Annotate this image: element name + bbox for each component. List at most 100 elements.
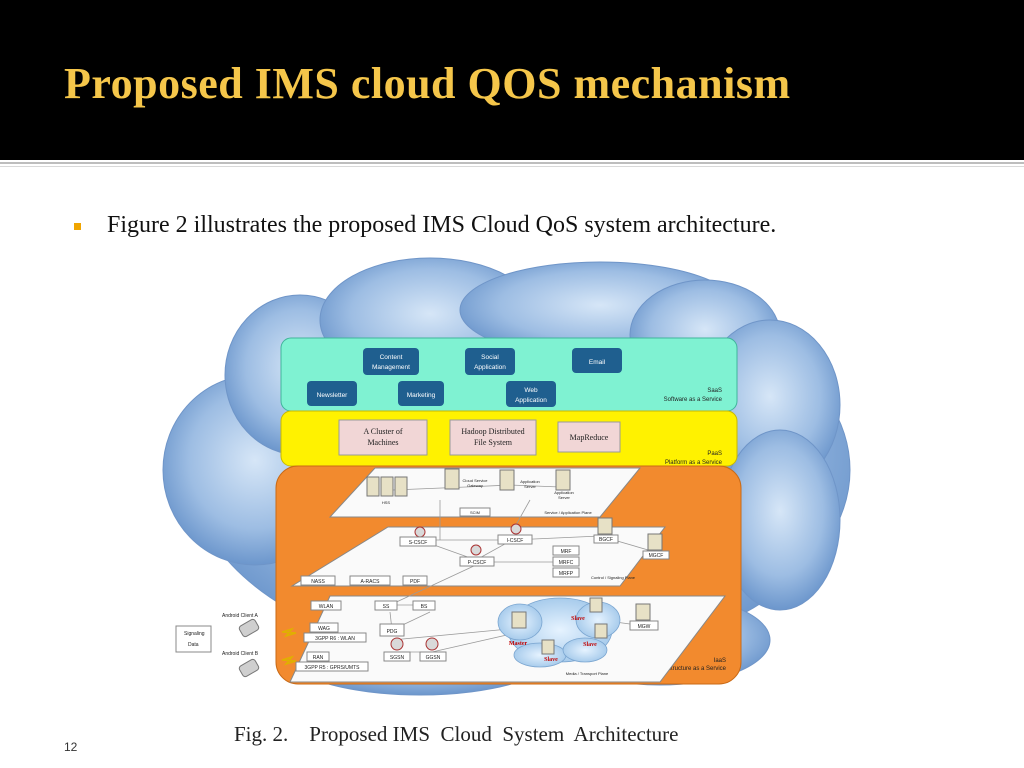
bgcf-box bbox=[593, 534, 619, 544]
mrfc-box bbox=[552, 556, 580, 567]
social-application-label-1: Social bbox=[481, 354, 499, 361]
slave-3-label: Slave bbox=[544, 657, 558, 663]
cloud-gateway-label-2: Gateway bbox=[467, 483, 483, 488]
wag-box bbox=[309, 622, 339, 633]
saas-sublabel: Software as a Service bbox=[664, 397, 723, 403]
legend-signaling-label: Signaling bbox=[184, 631, 205, 637]
pdf-box bbox=[402, 575, 428, 586]
bgcf-server-icon bbox=[597, 517, 613, 535]
mrf-box bbox=[552, 545, 580, 556]
client-b-phone-icon bbox=[238, 658, 260, 678]
pdg-label: PDG bbox=[387, 629, 398, 635]
bs-box bbox=[412, 600, 436, 611]
slave-2-label: Slave bbox=[583, 642, 597, 648]
i-cscf-box bbox=[497, 534, 533, 545]
mgcf-label: MGCF bbox=[649, 553, 664, 559]
cluster-box bbox=[338, 419, 428, 456]
email-label: Email bbox=[589, 359, 606, 366]
master-label: Master bbox=[509, 641, 528, 647]
a-racs-label: A-RACS bbox=[361, 579, 381, 585]
slave-1-server-icon bbox=[589, 597, 603, 613]
slave-2-server-icon bbox=[594, 623, 608, 639]
app-server-1-label-1: Application bbox=[520, 479, 540, 484]
3gpp-gprs-label: 3GPP R5 : GPRS/UMTS bbox=[305, 665, 361, 671]
p-cscf-label: P-CSCF bbox=[468, 560, 487, 566]
social-application-box bbox=[465, 348, 515, 375]
sgsn-router-icon bbox=[390, 637, 404, 651]
mgcf-server-icon bbox=[647, 533, 663, 551]
app-server-1-icon bbox=[499, 469, 515, 491]
s-cscf-label: S-CSCF bbox=[409, 540, 428, 546]
mgw-label: MGW bbox=[638, 624, 651, 630]
paas-sublabel: Platform as a Service bbox=[665, 460, 723, 466]
control-plane-label: Control / Signaling Plane bbox=[591, 575, 636, 580]
client-a-signal-icon bbox=[281, 627, 297, 638]
ggsn-label: GGSN bbox=[426, 655, 441, 661]
i-cscf-router-icon bbox=[510, 523, 522, 535]
cloud-gateway-server-icon bbox=[444, 468, 460, 490]
legend-data-label: Data bbox=[188, 642, 199, 648]
hadoop-box bbox=[449, 419, 537, 456]
mgcf-box bbox=[642, 550, 670, 560]
ggsn-box bbox=[419, 651, 447, 662]
ggsn-router-icon bbox=[425, 637, 439, 651]
web-application-label-2: Application bbox=[515, 397, 547, 404]
sgsn-box bbox=[383, 651, 411, 662]
i-cscf-label: I-CSCF bbox=[507, 538, 524, 544]
mapreduce-label: MapReduce bbox=[570, 433, 609, 442]
mgw-server-icon bbox=[635, 603, 651, 621]
cloud-gateway-label-1: Cloud Service bbox=[463, 478, 489, 483]
nass-label: NASS bbox=[311, 579, 325, 585]
mgw-box bbox=[629, 620, 659, 631]
master-server-icon bbox=[511, 611, 527, 629]
hss-server-icon bbox=[366, 476, 380, 497]
saas-services: Content Management Social Application Em… bbox=[307, 348, 622, 407]
3gpp-wlan-label: 3GPP R6 : WLAN bbox=[315, 636, 355, 642]
p-cscf-router-icon bbox=[470, 544, 482, 556]
paas-label: PaaS bbox=[707, 451, 722, 457]
app-server-2-icon bbox=[555, 469, 571, 491]
bullet-marker bbox=[74, 223, 81, 230]
mrfc-label: MRFC bbox=[559, 560, 574, 566]
slide-title: Proposed IMS cloud QOS mechanism bbox=[64, 59, 791, 108]
client-a-label: Android Client A bbox=[222, 613, 259, 619]
marketing-label: Marketing bbox=[407, 392, 436, 399]
wag-label: WAG bbox=[318, 626, 330, 632]
content-management-label-1: Content bbox=[380, 354, 403, 361]
pdg-box bbox=[379, 623, 405, 637]
sgsn-label: SGSN bbox=[390, 655, 405, 661]
hadoop-label-1: Hadoop Distributed bbox=[461, 427, 524, 436]
wlan-label: WLAN bbox=[319, 604, 334, 610]
header-divider bbox=[0, 162, 1024, 164]
mrfp-label: MRFP bbox=[559, 571, 574, 577]
client-a-phone-icon bbox=[238, 618, 260, 638]
app-server-2-label-1: Application bbox=[554, 490, 574, 495]
mapreduce-box bbox=[557, 421, 621, 453]
transport-plane-label: Media / Transport Plane bbox=[566, 671, 609, 676]
header-divider-thin bbox=[0, 166, 1024, 167]
3gpp-wlan-box bbox=[303, 632, 367, 643]
web-application-label-1: Web bbox=[524, 387, 538, 394]
social-application-label-2: Application bbox=[474, 364, 506, 371]
client-b-signal-icon bbox=[281, 655, 297, 666]
ss-box bbox=[374, 600, 398, 611]
s-cscf-box bbox=[399, 536, 437, 547]
saas-label: SaaS bbox=[707, 388, 722, 394]
p-cscf-box bbox=[459, 556, 495, 567]
marketing-box bbox=[398, 381, 444, 406]
cluster-label-2: Machines bbox=[367, 438, 398, 447]
bs-label: BS bbox=[421, 604, 428, 610]
page-number: 12 bbox=[64, 740, 78, 754]
ran-label: RAN bbox=[313, 655, 324, 661]
app-server-2-label-2: Server bbox=[558, 495, 570, 500]
scim-box bbox=[459, 507, 491, 517]
figure-caption: Fig. 2. Proposed IMS Cloud System Archit… bbox=[234, 722, 679, 746]
web-application-box bbox=[506, 381, 556, 407]
hss-server-icon-3 bbox=[394, 476, 408, 497]
content-management-label-2: Management bbox=[372, 364, 410, 371]
mrf-label: MRF bbox=[561, 549, 572, 555]
legend-box bbox=[175, 625, 212, 653]
ss-label: SS bbox=[383, 604, 390, 610]
app-server-1-label-2: Server bbox=[524, 484, 536, 489]
